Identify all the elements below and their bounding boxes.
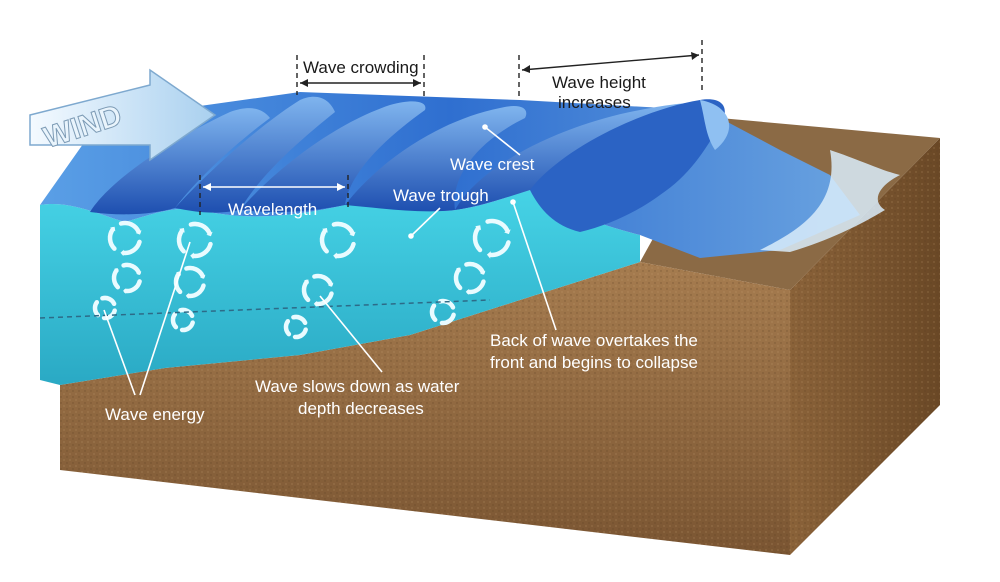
energy-orbit-icon <box>301 273 334 307</box>
wave-crowding-annotation: Wave crowding <box>296 55 425 100</box>
back-of-wave-label-2: front and begins to collapse <box>490 353 698 372</box>
wave-slows-annotation: Wave slows down as water depth decreases <box>255 295 460 418</box>
wave-crest-4 <box>345 106 527 212</box>
wave-crest-annotation: Wave crest <box>450 124 535 174</box>
wave-slows-label-2: depth decreases <box>298 399 424 418</box>
wave-height-label-2: increases <box>558 93 631 112</box>
wave-height-label-1: Wave height <box>552 73 646 92</box>
energy-orbit-icon <box>472 218 511 259</box>
energy-orbit-icon <box>170 307 195 333</box>
energy-orbit-icon <box>107 220 142 257</box>
wave-base-line <box>39 299 491 319</box>
wave-trough-label: Wave trough <box>393 186 489 205</box>
energy-orbit-icon <box>283 314 308 340</box>
wave-crest-3 <box>240 101 426 213</box>
wave-slows-label-1: Wave slows down as water <box>255 377 460 396</box>
wave-crests <box>90 96 730 233</box>
energy-orbit-icon <box>176 221 213 260</box>
shore-foam <box>760 150 900 252</box>
back-of-wave-annotation: Back of wave overtakes the front and beg… <box>490 199 698 372</box>
energy-orbit-icon <box>319 221 356 260</box>
back-of-wave-label-1: Back of wave overtakes the <box>490 331 698 350</box>
wave-crest-label: Wave crest <box>450 155 535 174</box>
wave-energy-label: Wave energy <box>105 405 205 424</box>
wave-crowding-label: Wave crowding <box>303 58 419 77</box>
wave-energy-annotation: Wave energy <box>103 241 205 424</box>
energy-orbit-icon <box>92 295 117 321</box>
wave-crest-2 <box>175 96 335 213</box>
wave-crest-1 <box>90 108 270 215</box>
wavelength-annotation: Wavelength <box>199 175 349 219</box>
water-cross-section <box>40 190 640 385</box>
wavelength-label: Wavelength <box>228 200 317 219</box>
wave-trough-annotation: Wave trough <box>393 186 489 239</box>
energy-orbit-icon <box>111 262 142 294</box>
wave-height-annotation: Wave height increases <box>518 40 703 112</box>
energy-orbit-icon <box>453 261 486 295</box>
breaking-wave <box>530 99 725 233</box>
